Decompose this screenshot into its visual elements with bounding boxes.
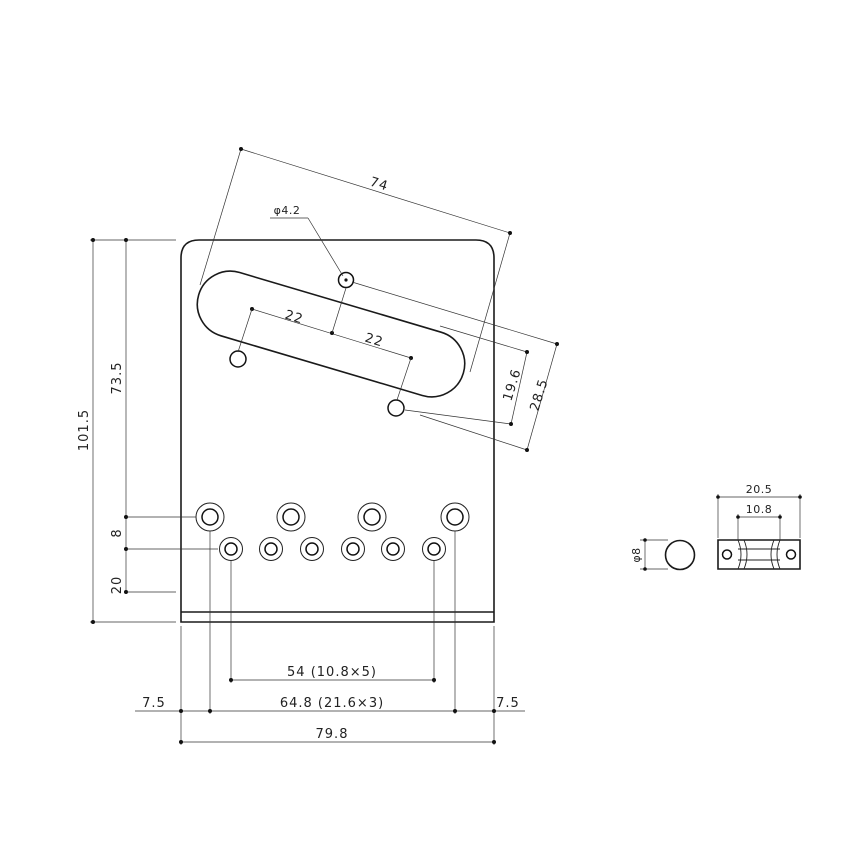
dim-slot-offset-a: 19.6 — [501, 367, 525, 403]
lower-hole-3 — [305, 542, 319, 556]
dim-pickup-height: 73.5 — [110, 362, 125, 395]
pickup-mount-hole-top-center — [344, 278, 348, 282]
lower-hole-5 — [386, 542, 400, 556]
dim-bottom-offset: 20 — [110, 576, 125, 595]
lower-hole-1 — [224, 542, 238, 556]
bottom-dimensions: 54 (10.8×5) 7.5 64.8 (21.6×3) 7.5 79.8 — [135, 531, 525, 745]
left-dimensions: 101.5 73.5 8 20 — [77, 238, 218, 624]
string-holes-lower-row — [219, 537, 446, 561]
dim-overall-width: 79.8 — [316, 727, 349, 742]
dim-row-spacing: 8 — [110, 528, 125, 537]
dim-hole-offset-b: 22 — [363, 331, 385, 351]
upper-hole-1 — [201, 508, 219, 526]
dim-pickup-length: 74 — [368, 175, 390, 195]
dim-right-margin: 7.5 — [496, 696, 520, 711]
saddle-end-view: φ8 — [630, 538, 696, 571]
upper-hole-4 — [446, 508, 464, 526]
lower-hole-6 — [427, 542, 441, 556]
upper-hole-3 — [363, 508, 381, 526]
dim-saddle-diameter: φ8 — [630, 547, 643, 562]
string-holes-upper-row — [195, 502, 470, 532]
pickup-dimensions: 74 φ4.2 22 22 19.6 28.5 — [199, 147, 559, 452]
saddle-body — [717, 539, 801, 570]
pickup-slot — [196, 270, 466, 398]
dim-hole-offset-a: 22 — [283, 308, 305, 328]
plate-outline — [180, 239, 495, 623]
pickup-slot-outline — [196, 270, 466, 398]
dim-slot-offset-b: 28.5 — [528, 377, 552, 413]
dim-total-height: 101.5 — [77, 409, 92, 451]
saddle-screw-hole-left — [721, 549, 733, 560]
dim-left-margin: 7.5 — [142, 696, 166, 711]
dim-small-hole-span: 54 (10.8×5) — [287, 665, 377, 680]
saddle-side-view: 20.5 10.8 — [716, 483, 802, 570]
pickup-mount-hole-right — [387, 399, 405, 417]
upper-hole-2 — [282, 508, 300, 526]
bridge-plate — [180, 239, 495, 623]
saddle-screw-hole-right — [785, 549, 797, 560]
dim-hole-span: 64.8 (21.6×3) — [280, 696, 384, 711]
lower-hole-4 — [346, 542, 360, 556]
saddle-end-circle — [664, 539, 696, 571]
lower-hole-2 — [264, 542, 278, 556]
pickup-mount-hole-left — [229, 350, 247, 368]
dim-saddle-length: 20.5 — [746, 483, 773, 496]
dim-saddle-hole-spacing: 10.8 — [746, 503, 773, 516]
dim-mount-hole-diameter: φ4.2 — [274, 204, 301, 217]
